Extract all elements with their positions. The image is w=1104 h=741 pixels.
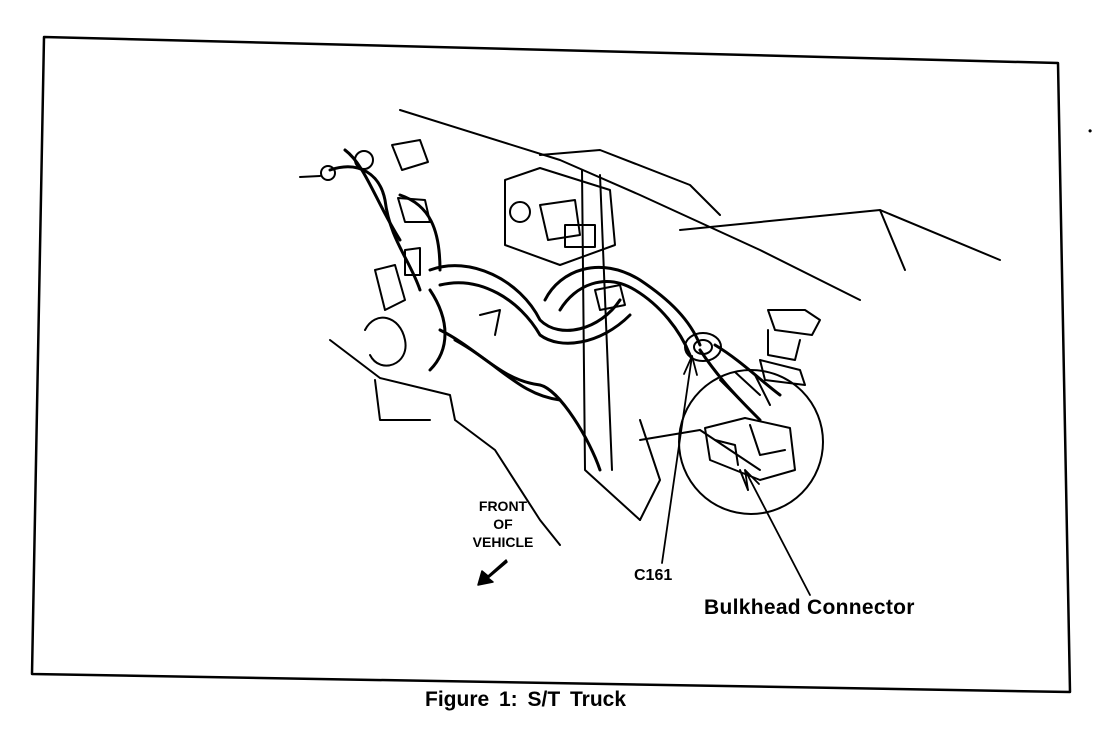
front-label-line-1: FRONT — [478, 498, 528, 514]
front-of-vehicle-label: FRONT OF VEHICLE — [458, 497, 548, 551]
c161-leader-line — [661, 355, 693, 564]
upper-right-relay — [759, 309, 821, 386]
c161-label: C161 — [634, 567, 673, 584]
harness-components — [299, 139, 626, 367]
figure-caption: Figure 1: S/T Truck — [425, 688, 627, 711]
bulkhead-connector-label: Bulkhead Connector — [704, 596, 915, 619]
bulkhead-detail — [678, 369, 824, 515]
front-label-line-2: OF — [493, 516, 513, 532]
relay-bracket — [504, 167, 616, 266]
c161-grommet — [684, 332, 722, 362]
figure-frame — [30, 35, 1072, 694]
front-arrow-icon — [477, 559, 508, 586]
bulkhead-leader-line — [744, 469, 811, 596]
c161-leader-arrowhead — [683, 355, 698, 376]
margin-mark: • — [1088, 124, 1093, 138]
front-label-line-3: VEHICLE — [472, 534, 534, 550]
bulkhead-leader-arrowhead — [744, 469, 760, 491]
body-panels — [329, 109, 1001, 546]
